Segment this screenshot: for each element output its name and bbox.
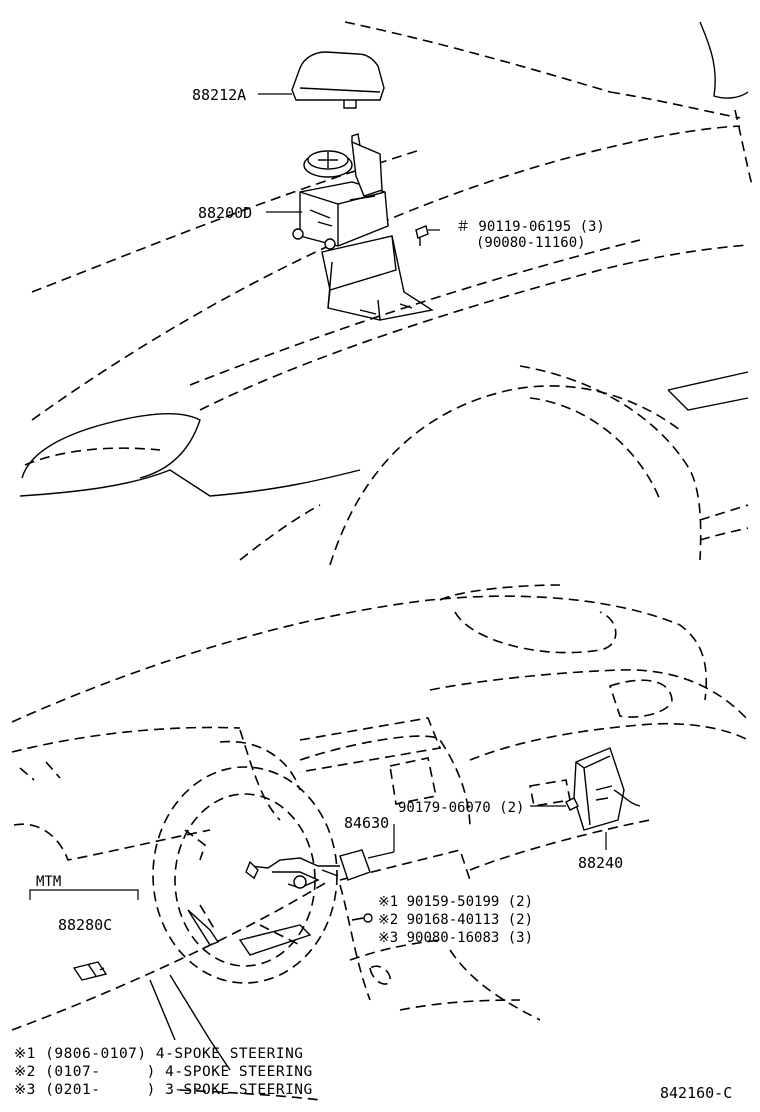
module-88240-part (573, 747, 641, 831)
switch-88280c-part (72, 961, 108, 981)
label-90080-11160: (90080-11160) (476, 235, 586, 251)
label-90179: 90179-06070 (2) (398, 800, 524, 816)
bolt-90179-part (565, 797, 579, 811)
label-mtm: MTM (36, 874, 61, 890)
label-screw-2: ※2 90168-40113 (2) (378, 912, 533, 928)
label-88200d: 88200D (198, 204, 252, 222)
vehicle-front-outline (19, 21, 753, 566)
label-84630: 84630 (344, 814, 389, 832)
footnote-3: ※3 (0201- ) 3-SPOKE STEERING (14, 1082, 313, 1098)
label-90119: ＃ 90119-06195 (3) (456, 219, 605, 235)
bolt-90119-part (415, 225, 429, 246)
leader-lines (29, 93, 607, 921)
label-88212a: 88212A (192, 86, 246, 104)
dashboard-outline (11, 584, 749, 1101)
figure-code: 842160-C (660, 1084, 732, 1102)
label-screw-1: ※1 90159-50199 (2) (378, 894, 533, 910)
label-screw-3: ※3 90080-16083 (3) (378, 930, 533, 946)
footnotes: ※1 (9806-0107) 4-SPOKE STEERING ※2 (0107… (14, 1046, 732, 1102)
label-88240: 88240 (578, 854, 623, 872)
bracket-part (321, 235, 434, 321)
sensor-84630-part (245, 849, 371, 889)
actuator-88200d-part (292, 133, 389, 250)
part-labels: 88212A 88200D ＃ 90119-06195 (3) (90080-1… (36, 86, 623, 946)
steering-wheel-outline (149, 766, 338, 1071)
label-88280c: 88280C (58, 916, 112, 934)
footnote-1: ※1 (9806-0107) 4-SPOKE STEERING (14, 1046, 304, 1062)
footnote-2: ※2 (0107- ) 4-SPOKE STEERING (14, 1064, 313, 1080)
cover-88212a-part (291, 51, 385, 109)
